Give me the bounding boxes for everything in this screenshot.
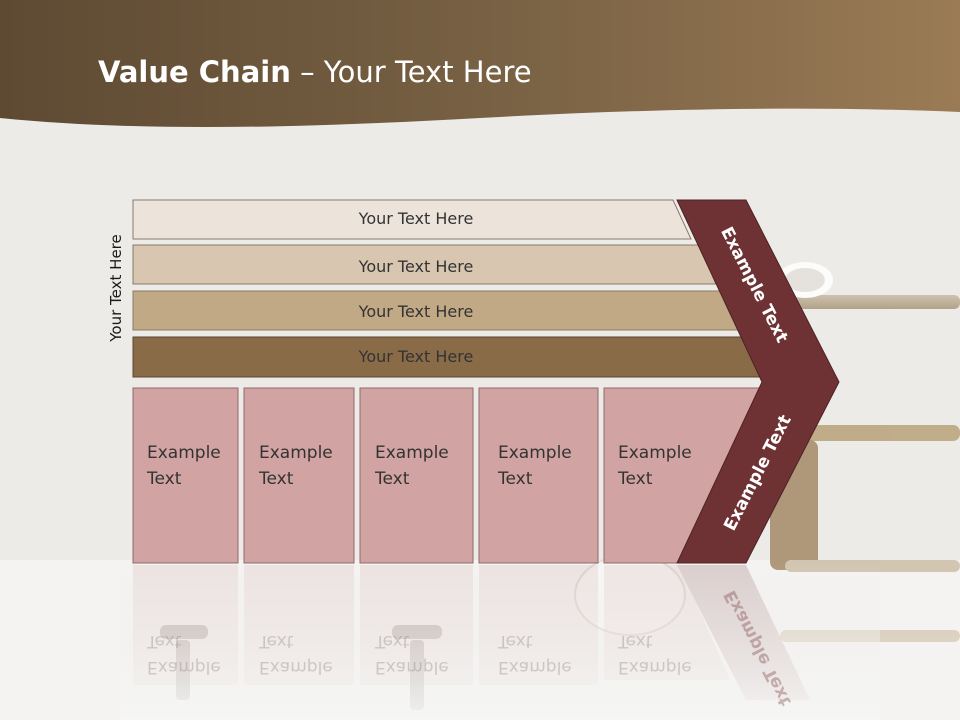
margin-chevron <box>676 199 840 564</box>
cell-1-text: Example Text <box>147 440 221 492</box>
cell-1-shape <box>132 387 239 564</box>
cell-4-reflection-line1: Example <box>498 657 572 677</box>
title-bold: Value Chain <box>98 55 291 89</box>
cell-3-line1: Example <box>375 443 449 463</box>
row-1-label: Your Text Here <box>358 209 474 228</box>
reflection-fade <box>120 565 880 720</box>
cell-2-reflection-line2: Text <box>259 631 294 651</box>
cell-2-line1: Example <box>259 443 333 463</box>
cell-5-reflection-line1: Example <box>618 657 692 677</box>
cell-4-reflection: Example Text <box>498 628 572 680</box>
title-rest: – Your Text Here <box>290 55 532 89</box>
row-1-shape <box>132 199 692 240</box>
cell-2-line2: Text <box>259 469 294 489</box>
header-band <box>0 0 960 128</box>
cell-2-text: Example Text <box>259 440 333 492</box>
cell-4-shape <box>478 387 599 564</box>
cell-5-text: Example Text <box>618 440 692 492</box>
cell-1-line1: Example <box>147 443 221 463</box>
cell-3-reflection-line1: Example <box>375 657 449 677</box>
cell-3-text: Example Text <box>375 440 449 492</box>
cell-2-reflection: Example Text <box>259 628 333 680</box>
cells-group <box>132 387 763 564</box>
cell-3-line2: Text <box>375 469 410 489</box>
cell-1-reflection: Example Text <box>147 628 221 680</box>
cell-5-reflection: Example Text <box>618 628 692 680</box>
cell-4-text: Example Text <box>498 440 572 492</box>
cell-5-reflection-line2: Text <box>618 631 653 651</box>
row-4-label: Your Text Here <box>358 347 474 366</box>
cell-4-line2: Text <box>498 469 533 489</box>
cell-3-reflection-line2: Text <box>375 631 410 651</box>
cell-3-reflection: Example Text <box>375 628 449 680</box>
row-3-label: Your Text Here <box>358 302 474 321</box>
cell-1-reflection-line2: Text <box>147 631 182 651</box>
cell-1-reflection-line1: Example <box>147 657 221 677</box>
cell-2-reflection-line1: Example <box>259 657 333 677</box>
rows-group <box>132 199 763 378</box>
cell-1-line2: Text <box>147 469 182 489</box>
row-2-label: Your Text Here <box>358 257 474 276</box>
cell-4-line1: Example <box>498 443 572 463</box>
cell-4-reflection-line2: Text <box>498 631 533 651</box>
cell-2-shape <box>243 387 355 564</box>
cell-5-line2: Text <box>618 469 653 489</box>
cell-5-line1: Example <box>618 443 692 463</box>
side-label: Your Text Here <box>107 234 125 342</box>
slide-title: Value Chain – Your Text Here <box>98 55 532 89</box>
cell-3-shape <box>359 387 474 564</box>
